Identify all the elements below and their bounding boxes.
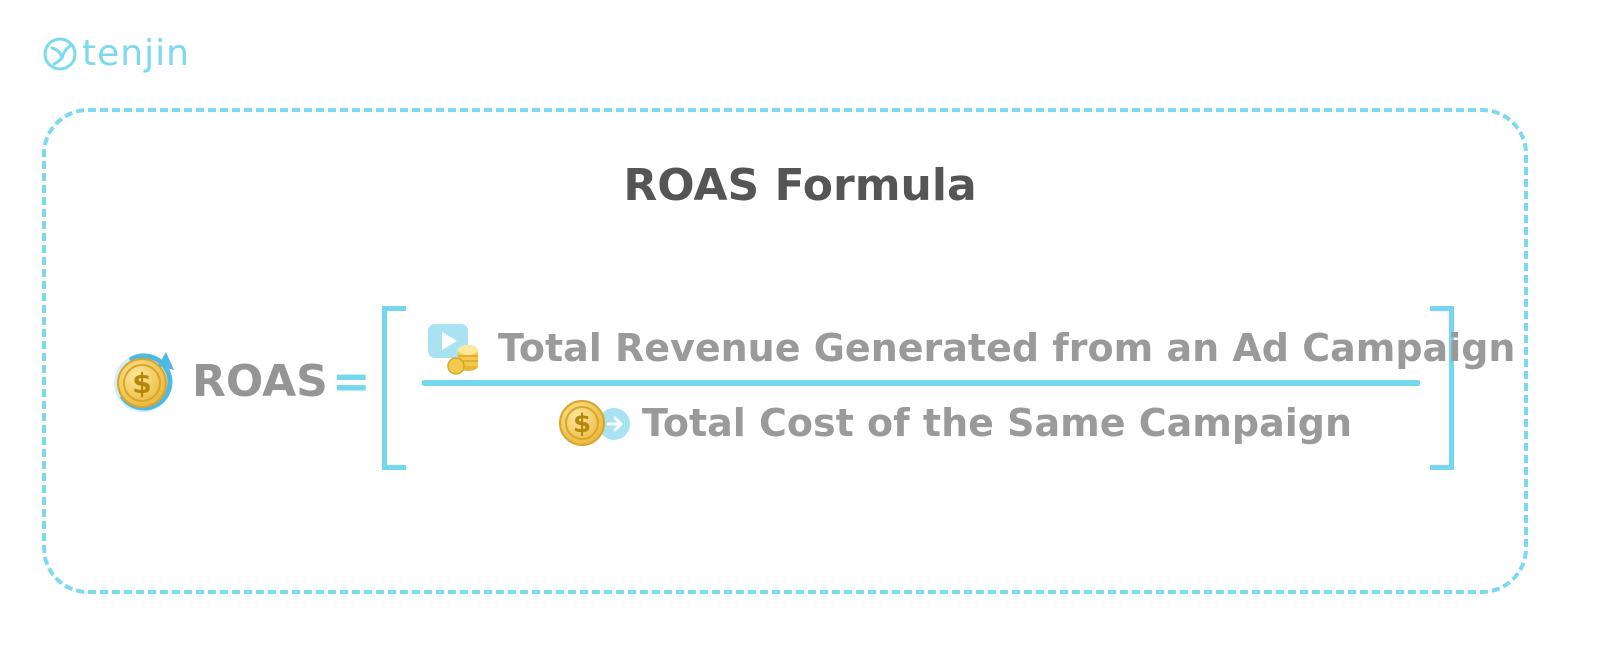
formula-numerator: Total Revenue Generated from an Ad Campa… xyxy=(426,320,1515,376)
numerator-text: Total Revenue Generated from an Ad Campa… xyxy=(498,326,1516,370)
tenjin-logo-icon xyxy=(43,37,77,71)
left-bracket xyxy=(382,306,406,470)
svg-text:$: $ xyxy=(132,367,151,400)
video-coins-icon xyxy=(428,324,478,375)
brand: tenjin xyxy=(42,34,190,74)
page-title: ROAS Formula xyxy=(623,160,977,211)
coin-arrow-icon: $ xyxy=(559,400,630,446)
svg-text:$: $ xyxy=(573,409,591,439)
brand-name: tenjin xyxy=(82,33,190,74)
fraction-line xyxy=(422,380,1420,386)
formula-denominator: $ Total Cost of the Same Campaign xyxy=(558,398,1352,448)
denominator-text: Total Cost of the Same Campaign xyxy=(642,401,1352,445)
equals-sign: = xyxy=(332,354,371,408)
right-bracket xyxy=(1430,306,1454,470)
formula-lhs: $ ROAS xyxy=(108,346,328,416)
coin-refresh-icon: $ xyxy=(114,352,174,412)
formula-lhs-label: ROAS xyxy=(192,355,328,407)
formula-frame xyxy=(42,108,1528,594)
